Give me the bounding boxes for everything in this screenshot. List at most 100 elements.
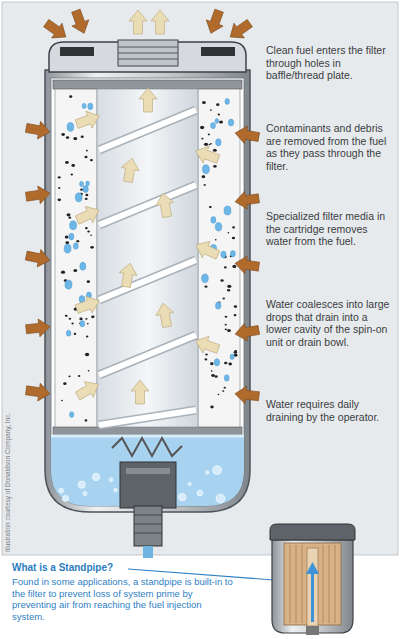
center-tube: [99, 260, 196, 300]
background-panel: [2, 2, 398, 555]
contaminant-particles: [73, 269, 77, 272]
center-tube: [99, 410, 196, 425]
center-tube: [99, 185, 196, 225]
baffle-thread-plate: [118, 53, 178, 54]
center-tube: [99, 110, 196, 425]
contaminant-particles: [86, 150, 88, 152]
contaminant-particles: [225, 328, 227, 330]
standpipe-filter-cutaway: [296, 545, 297, 623]
clean-fuel-arrows: [74, 107, 103, 132]
contaminant-particles: [65, 315, 68, 317]
contaminant-particles: [67, 213, 71, 216]
clean-fuel-arrows: [192, 237, 221, 263]
contaminant-particles: [225, 324, 227, 326]
filter-media: [53, 427, 242, 435]
contaminant-particles: [221, 251, 226, 258]
contaminant-particles: [216, 139, 222, 146]
contaminant-particles: [225, 98, 230, 104]
contaminant-particles: [88, 103, 93, 110]
callout-body: Found in some applications, a standpipe …: [12, 576, 234, 622]
dirty-fuel-arrows: [67, 8, 92, 37]
contaminant-particles: [220, 279, 223, 282]
contaminant-particles: [87, 280, 90, 283]
contaminant-particles: [211, 217, 216, 224]
contaminant-particles: [61, 271, 65, 274]
contaminant-particles: [58, 187, 60, 189]
filter-media: [53, 80, 242, 89]
clean-fuel-arrows: [193, 142, 222, 167]
contaminant-particles: [85, 353, 89, 356]
contaminant-particles: [225, 316, 228, 318]
contaminant-particles: [210, 406, 213, 409]
clean-fuel-arrows: [139, 88, 157, 112]
contaminant-particles: [85, 194, 88, 196]
water-bubbles: [197, 490, 203, 496]
drain-fitting: [134, 515, 162, 516]
clean-fuel-arrows: [129, 10, 147, 34]
contaminant-particles: [82, 103, 86, 108]
dirty-fuel-arrows: [24, 8, 260, 406]
filter-canister: [45, 70, 250, 512]
center-tube: [99, 185, 196, 225]
contaminant-particles: [228, 232, 230, 233]
standpipe-filter-cutaway: [270, 524, 355, 540]
contaminant-particles: [213, 165, 216, 168]
contaminant-particles: [234, 314, 237, 316]
contaminant-particles: [69, 233, 74, 240]
contaminant-particles: [65, 280, 72, 289]
contaminant-particles: [71, 174, 73, 176]
standpipe-filter-cutaway: [323, 545, 324, 623]
spring: [112, 438, 182, 456]
contaminant-particles: [224, 206, 231, 215]
contaminant-particles: [58, 198, 61, 201]
water-bubbles: [83, 492, 87, 496]
contaminant-particles: [218, 394, 220, 395]
contaminant-particles: [85, 227, 88, 229]
credit-text: Illustration courtesy of Donaldson Compa…: [4, 362, 12, 552]
spring: [112, 438, 182, 456]
water-bubbles: [213, 466, 222, 475]
drain-fitting: [126, 468, 170, 474]
contaminant-particles: [205, 358, 208, 360]
contaminant-particles: [204, 184, 206, 186]
water-bubbles: [92, 473, 99, 480]
clean-fuel-arrows: [151, 10, 169, 34]
contaminant-particles: [215, 223, 222, 232]
contaminant-particles: [90, 159, 93, 161]
contaminant-particles: [202, 175, 206, 178]
contaminant-particles: [228, 119, 233, 126]
contaminant-particles: [90, 246, 94, 249]
contaminant-particles: [85, 419, 88, 421]
standpipe-filter-cutaway: [307, 548, 318, 626]
baffle-thread-plate: [60, 47, 94, 56]
contaminant-particles: [210, 109, 212, 111]
water-bubbles: [114, 488, 118, 492]
contaminant-particles: [201, 138, 203, 140]
contaminant-particles: [80, 189, 83, 191]
water-bubbles: [109, 478, 113, 482]
dirty-fuel-arrows: [41, 16, 71, 45]
water-bubbles: [178, 493, 186, 501]
annotation-text: Water requires daily draining by the ope…: [266, 398, 394, 423]
contaminant-particles: [63, 382, 66, 385]
standpipe-filter-cutaway: [311, 572, 314, 622]
standpipe-filter-cutaway: [335, 545, 336, 623]
contaminant-particles: [224, 375, 229, 381]
contaminant-particles: [230, 354, 234, 360]
contaminant-particles: [69, 95, 72, 98]
filter-canister: [45, 70, 250, 512]
contaminant-particles: [80, 320, 85, 326]
drain-fitting: [134, 506, 162, 546]
clean-fuel-arrows: [74, 292, 103, 317]
standpipe-filter-cutaway: [302, 545, 303, 623]
dirty-fuel-arrows: [24, 247, 51, 270]
contaminant-particles: [78, 375, 80, 377]
contaminant-particles: [81, 136, 84, 138]
clean-fuel-arrows: [119, 157, 141, 184]
center-tube: [99, 110, 196, 150]
center-tube: [99, 110, 196, 425]
contaminant-particles: [228, 363, 232, 366]
contaminant-particles: [215, 239, 217, 240]
filter-media: [55, 88, 97, 428]
background-panel: [2, 2, 398, 555]
